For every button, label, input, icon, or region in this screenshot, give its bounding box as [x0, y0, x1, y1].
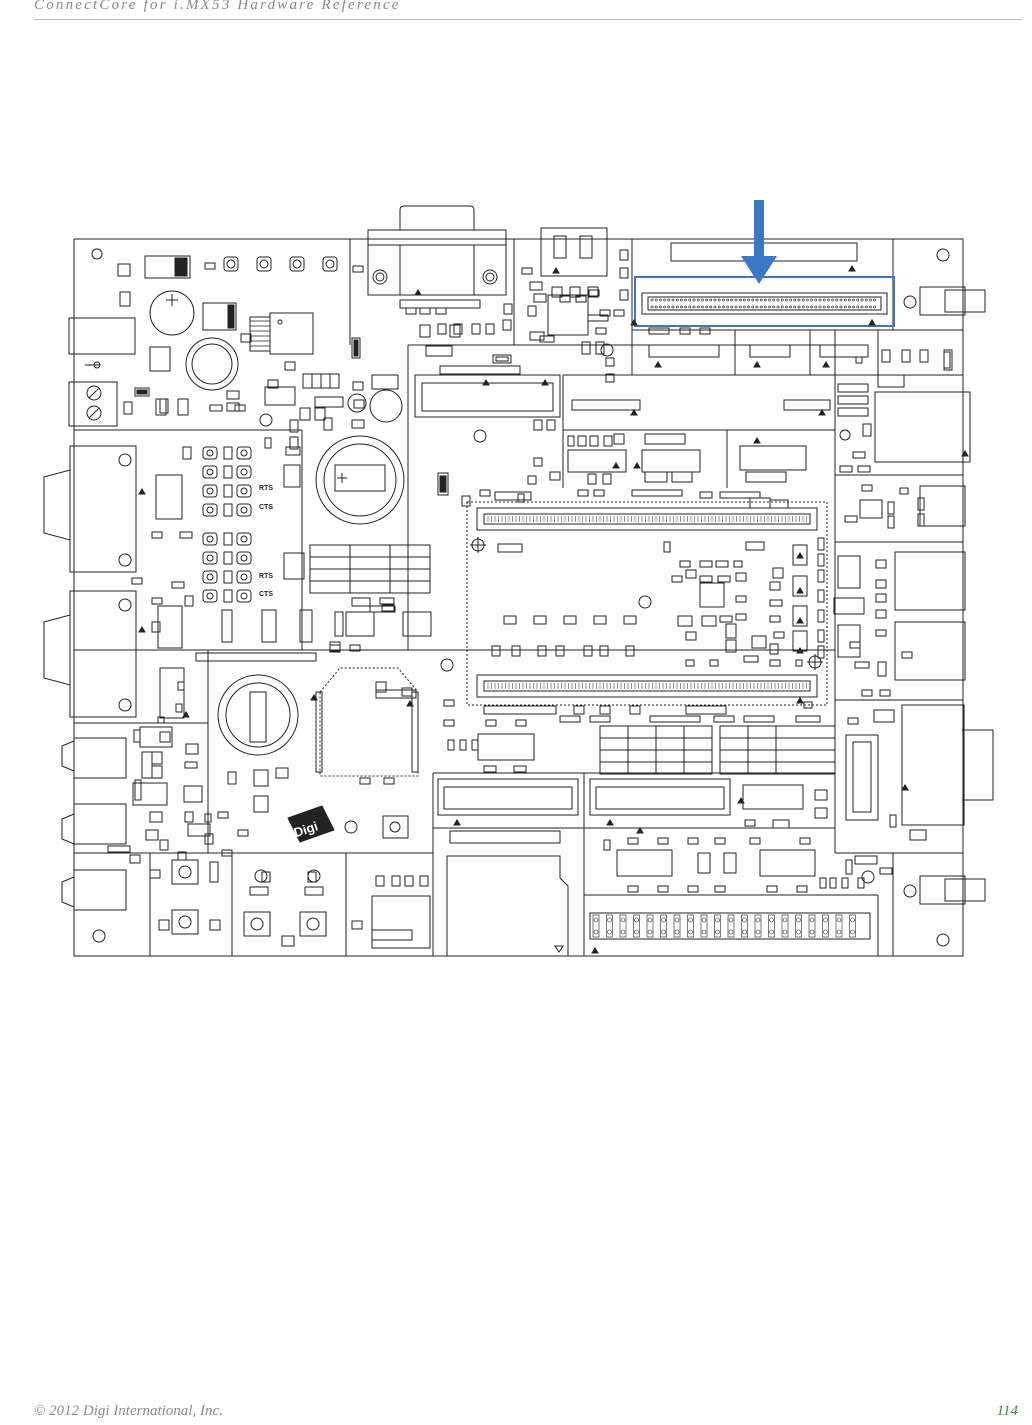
radio-module — [218, 612, 431, 776]
page-header-title: ConnectCore for i.MX53 Hardware Referenc… — [34, 0, 401, 14]
footer-copyright: © 2012 Digi International, Inc. — [34, 1403, 223, 1420]
ethernet-connector — [838, 384, 970, 680]
label-cts-bottom: CTS — [259, 591, 273, 598]
small-headers — [415, 345, 868, 472]
digi-logo: Digi — [288, 806, 408, 842]
mid-headers — [438, 726, 835, 876]
label-rts-bottom: RTS — [259, 573, 273, 580]
audio-jacks — [62, 727, 172, 910]
down-arrow-icon — [741, 200, 777, 284]
battery-holder — [316, 436, 448, 524]
power-section — [69, 249, 402, 426]
board-diagram: RTS CTS RTS CTS — [40, 198, 1000, 978]
led-column — [203, 447, 251, 602]
header-divider — [34, 19, 1022, 20]
sd-card-slot — [372, 856, 568, 956]
rts-cts-labels: RTS CTS RTS CTS — [259, 485, 273, 598]
top-usb-connector — [541, 228, 613, 356]
serial-connectors — [44, 446, 184, 718]
core-module — [441, 430, 827, 705]
hdmi-connector — [846, 705, 993, 825]
expansion-header — [590, 913, 870, 939]
top-db9-connector — [368, 206, 506, 337]
connector-highlight-box — [635, 277, 894, 326]
footer-page-number: 114 — [997, 1403, 1018, 1420]
label-rts-top: RTS — [259, 485, 273, 492]
label-cts-top: CTS — [259, 504, 273, 511]
top-lcd-connector — [642, 243, 887, 314]
